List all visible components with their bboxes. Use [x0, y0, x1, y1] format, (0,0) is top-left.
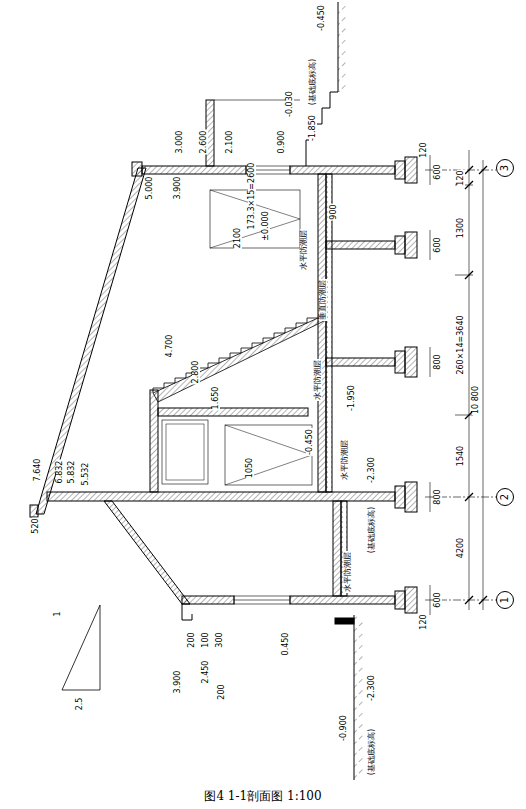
dimension-label: 2100 [234, 227, 242, 249]
axis-number: 2 [500, 494, 510, 500]
dimension-label: 3.900 [174, 176, 182, 201]
dimension-label: 520 [32, 517, 40, 534]
dimension-label: 200 [188, 631, 196, 648]
dimension-label: (基础底标高) [309, 58, 317, 106]
dimension-label: 1.650 [212, 386, 220, 411]
dimension-label: 2.800 [192, 360, 200, 385]
dimension-label: 2.100 [226, 130, 234, 155]
dimension-label: -1.950 [348, 384, 356, 412]
axis-circle: 3 [496, 159, 514, 177]
dimension-label: 100 [202, 631, 210, 648]
dimension-label: 水平防潮层 [344, 551, 352, 593]
dimension-label: 120 [420, 141, 428, 158]
dimension-label: ±0.000 [262, 210, 270, 242]
dimension-label: 3.900 [174, 670, 182, 695]
dimension-label: 2.5 [76, 697, 84, 712]
dimension-label: 1540 [457, 445, 465, 467]
dimension-label: 5.000 [146, 176, 154, 201]
dimension-label: 3.000 [176, 130, 184, 155]
axis-circle: 1 [496, 591, 514, 609]
dimension-label: 5.832 [68, 460, 76, 485]
dimension-label: 800 [434, 353, 442, 370]
dimension-label: 水平防潮层 [314, 359, 322, 401]
dimension-label: 600 [434, 591, 442, 608]
dimension-label: (基础底标高) [368, 506, 376, 554]
dimension-label: 173.3×15=2600 [248, 162, 256, 231]
dimension-label: 6.832 [56, 460, 64, 485]
axis-number: 3 [500, 165, 510, 171]
dimension-label: 120 [457, 169, 465, 186]
dimension-label: 0.450 [282, 632, 290, 657]
dimension-label: -1.850 [309, 114, 317, 142]
dimension-label: 5.532 [82, 462, 90, 487]
dimension-label: 垂直防潮层 [319, 279, 327, 321]
axis-circle: 2 [496, 488, 514, 506]
dimension-label: 1 [54, 610, 62, 617]
dimension-label: 900 [330, 203, 338, 220]
dimension-label: 水平防潮层 [300, 229, 308, 271]
dimension-label: -0.900 [340, 714, 348, 742]
dimension-label: -2.300 [368, 674, 376, 702]
dimension-label: 水平防潮层 [341, 439, 349, 481]
axis-number: 1 [500, 597, 510, 603]
dimension-label: -0.450 [306, 428, 314, 456]
dimension-label: 600 [434, 236, 442, 253]
figure-caption: 图4 1-1剖面图 1:100 [0, 788, 526, 805]
dimension-label: 2.450 [202, 660, 210, 685]
dimension-label: 10 800 [472, 385, 480, 415]
dimension-label: 1300 [457, 217, 465, 239]
dimension-label: 120 [420, 613, 428, 630]
dimension-label: 800 [434, 488, 442, 505]
dimension-label: 2.600 [200, 130, 208, 155]
dimension-label: 4200 [457, 537, 465, 559]
dimension-label: 200 [218, 683, 226, 700]
dimension-label: -2.300 [368, 456, 376, 484]
dimension-label: -0.450 [318, 4, 326, 32]
dimension-label: 1050 [246, 457, 254, 479]
dimension-label: 260×14=3640 [457, 314, 465, 375]
dimension-label: -0.030 [286, 90, 294, 118]
dimension-label: 4.700 [166, 334, 174, 359]
dimension-label: 600 [434, 163, 442, 180]
dimension-label: 7.640 [34, 458, 42, 483]
dimension-label: 0.900 [278, 130, 286, 155]
dimension-label: 300 [216, 631, 224, 648]
dimension-label: (基础底标高) [368, 728, 376, 776]
